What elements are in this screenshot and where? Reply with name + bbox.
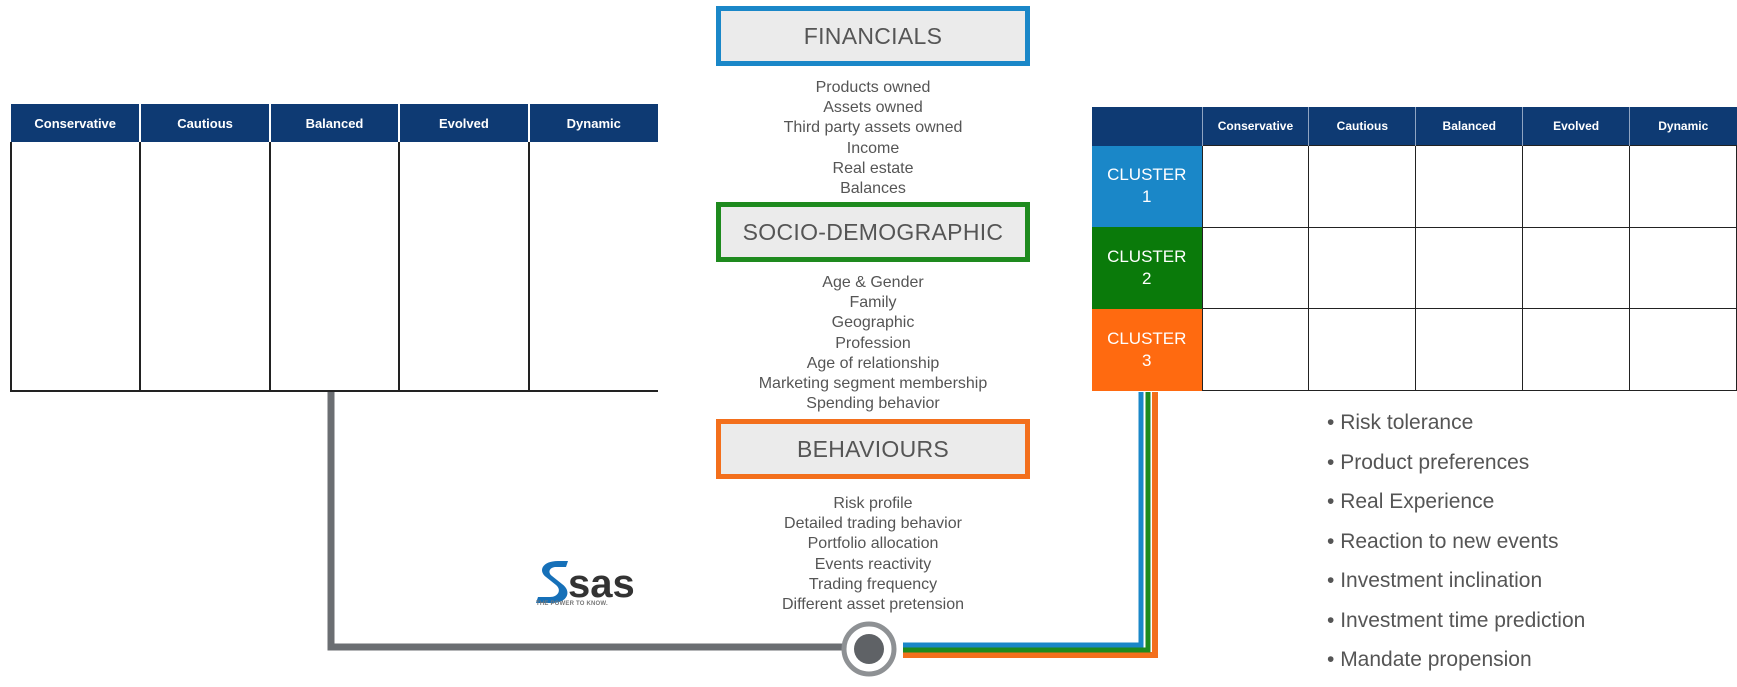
behaviours-box: BEHAVIOURS bbox=[716, 419, 1030, 479]
matrix-cell bbox=[1522, 145, 1631, 228]
list-item: Events reactivity bbox=[814, 555, 932, 573]
cluster-2-label: CLUSTER 2 bbox=[1092, 227, 1202, 309]
list-item: Profession bbox=[835, 334, 911, 352]
left-table-cell bbox=[139, 142, 271, 392]
cluster-label-number: 2 bbox=[1142, 268, 1152, 288]
bullet-item: Risk tolerance bbox=[1327, 410, 1585, 450]
financials-title: FINANCIALS bbox=[803, 22, 943, 49]
matrix-cell bbox=[1415, 145, 1524, 228]
financials-box: FINANCIALS bbox=[716, 6, 1030, 66]
orange-connector-line bbox=[903, 392, 1158, 658]
bullet-item: Investment inclination bbox=[1327, 568, 1585, 608]
list-item: Income bbox=[846, 139, 900, 157]
list-item: Spending behavior bbox=[806, 395, 940, 413]
list-item: Risk profile bbox=[833, 495, 913, 512]
bullet-item: Reaction to new events bbox=[1327, 529, 1585, 569]
left-table-row bbox=[9, 142, 658, 392]
list-item: Family bbox=[849, 294, 897, 312]
right-header-evolved: Evolved bbox=[1522, 107, 1630, 146]
right-header-balanced: Balanced bbox=[1415, 107, 1523, 146]
list-item: Real estate bbox=[832, 159, 914, 177]
matrix-cell bbox=[1522, 226, 1631, 310]
right-header-cautious: Cautious bbox=[1308, 107, 1416, 146]
matrix-cell bbox=[1308, 308, 1417, 391]
matrix-cell bbox=[1308, 145, 1417, 228]
matrix-cell bbox=[1629, 308, 1737, 391]
matrix-cell bbox=[1629, 145, 1737, 228]
socio-demographic-title: SOCIO-DEMOGRAPHIC bbox=[742, 218, 1004, 245]
matrix-cell bbox=[1201, 226, 1310, 310]
socio-demographic-box: SOCIO-DEMOGRAPHIC bbox=[716, 202, 1030, 262]
left-table-header-row: Conservative Cautious Balanced Evolved D… bbox=[11, 104, 658, 142]
cluster-label-text: CLUSTER bbox=[1107, 165, 1187, 185]
list-item: Trading frequency bbox=[808, 575, 938, 593]
left-header-evolved: Evolved bbox=[399, 104, 530, 142]
left-table-cell bbox=[9, 142, 142, 392]
list-item: Geographic bbox=[831, 314, 915, 332]
list-item: Different asset pretension bbox=[781, 596, 965, 614]
matrix-cell bbox=[1629, 226, 1737, 310]
gray-connector-line bbox=[327, 392, 856, 651]
list-item: Products owned bbox=[815, 79, 931, 96]
behaviours-list: Risk profile Detailed trading behavior P… bbox=[700, 494, 1046, 615]
matrix-cell bbox=[1522, 308, 1631, 391]
hub-node-core bbox=[854, 634, 884, 664]
matrix-cell bbox=[1415, 226, 1524, 310]
cluster-label-text: CLUSTER bbox=[1107, 328, 1187, 348]
matrix-corner-cell bbox=[1092, 107, 1202, 146]
list-item: Age of relationship bbox=[806, 354, 940, 372]
sas-swoosh-icon bbox=[536, 561, 568, 603]
sas-tagline: THE POWER TO KNOW. bbox=[536, 601, 608, 607]
right-table-header-row: Conservative Cautious Balanced Evolved D… bbox=[1092, 107, 1737, 146]
list-item: Marketing segment membership bbox=[758, 375, 988, 393]
list-item: Detailed trading behavior bbox=[784, 515, 962, 533]
green-connector-line bbox=[903, 392, 1151, 653]
cluster-1-label: CLUSTER 1 bbox=[1092, 145, 1202, 228]
left-header-conservative: Conservative bbox=[11, 104, 142, 142]
list-item: Balances bbox=[840, 180, 906, 198]
matrix-cell bbox=[1415, 308, 1524, 391]
right-header-dynamic: Dynamic bbox=[1629, 107, 1737, 146]
matrix-cell bbox=[1201, 145, 1310, 228]
cluster-row-1: CLUSTER 1 bbox=[1092, 145, 1737, 228]
left-table-cell bbox=[527, 142, 658, 392]
left-header-dynamic: Dynamic bbox=[528, 104, 658, 142]
cluster-label-number: 1 bbox=[1142, 187, 1152, 207]
matrix-cell bbox=[1201, 308, 1310, 391]
sas-logo: sas bbox=[536, 561, 635, 606]
left-profile-table: Conservative Cautious Balanced Evolved D… bbox=[9, 104, 658, 392]
cluster-3-label: CLUSTER 3 bbox=[1092, 308, 1202, 391]
left-header-cautious: Cautious bbox=[140, 104, 271, 142]
cluster-label-number: 3 bbox=[1142, 350, 1152, 370]
cluster-attributes-list: Risk tolerance Product preferences Real … bbox=[1327, 410, 1585, 687]
behaviours-title: BEHAVIOURS bbox=[796, 435, 950, 462]
matrix-cell bbox=[1308, 226, 1417, 310]
left-table-cell bbox=[398, 142, 530, 392]
cluster-row-3: CLUSTER 3 bbox=[1092, 308, 1737, 391]
left-header-balanced: Balanced bbox=[269, 104, 401, 142]
list-item: Assets owned bbox=[823, 99, 923, 117]
cluster-matrix-table: Conservative Cautious Balanced Evolved D… bbox=[1092, 107, 1737, 391]
right-header-conservative: Conservative bbox=[1201, 107, 1309, 146]
cluster-row-2: CLUSTER 2 bbox=[1092, 226, 1737, 310]
bullet-item: Mandate propension bbox=[1327, 647, 1585, 687]
list-item: Portfolio allocation bbox=[807, 535, 939, 553]
cluster-label-text: CLUSTER bbox=[1107, 246, 1187, 266]
list-item: Age & Gender bbox=[822, 274, 924, 291]
sas-wordmark: sas bbox=[568, 562, 635, 606]
list-item: Third party assets owned bbox=[783, 119, 963, 137]
blue-connector-line bbox=[903, 392, 1144, 648]
bullet-item: Investment time prediction bbox=[1327, 608, 1585, 648]
bullet-item: Product preferences bbox=[1327, 450, 1585, 490]
bullet-item: Real Experience bbox=[1327, 489, 1585, 529]
socio-demographic-list: Age & Gender Family Geographic Professio… bbox=[700, 273, 1046, 414]
financials-list: Products owned Assets owned Third party … bbox=[700, 78, 1046, 199]
left-table-cell bbox=[268, 142, 401, 392]
